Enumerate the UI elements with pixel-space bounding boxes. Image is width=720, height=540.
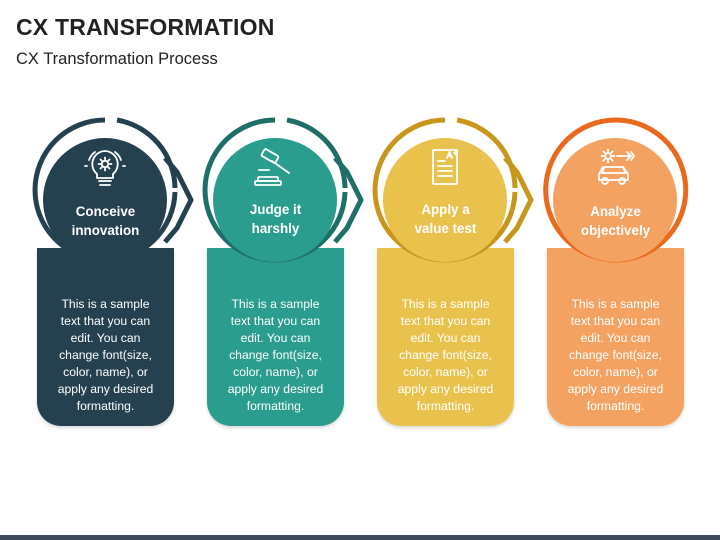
- step-2-text-line: text that you can: [230, 314, 321, 328]
- step-label-2-line-2: harshly: [251, 221, 300, 236]
- step-label-2: Judge it harshly: [215, 200, 336, 238]
- step-3-text-line: text that you can: [400, 314, 491, 328]
- step-1-text-line: change font(size,: [59, 348, 152, 362]
- footer-bar: [0, 535, 720, 540]
- step-2-text-line: apply any desired: [227, 382, 324, 396]
- step-4-text-line: edit. You can: [580, 331, 651, 345]
- step-description-3: This is a sample text that you can edit.…: [377, 296, 514, 415]
- step-label-1-line-2: innovation: [71, 223, 140, 238]
- gavel-icon: [254, 148, 290, 186]
- step-1-text-line: This is a sample: [61, 297, 150, 311]
- step-card-1: [37, 248, 174, 426]
- step-2-text-line: change font(size,: [229, 348, 322, 362]
- step-card-2: [207, 248, 344, 426]
- step-1-text-line: formatting.: [76, 399, 135, 413]
- process-step-1: Conceive innovation This is a sample tex…: [25, 0, 205, 540]
- lightbulb-gear-icon: [84, 150, 126, 186]
- graded-test-icon: [432, 149, 458, 185]
- step-ring-3: [372, 117, 534, 263]
- process-step-2: Judge it harshly This is a sample text t…: [195, 0, 375, 540]
- step-3-text-line: color, name), or: [403, 365, 488, 379]
- step-card-3: [377, 248, 514, 426]
- step-3-text-line: This is a sample: [401, 297, 490, 311]
- step-ring-2: [202, 117, 364, 263]
- step-label-3: Apply a value test: [385, 200, 506, 238]
- step-label-4: Analyze objectively: [555, 202, 676, 240]
- step-ring-1: [32, 117, 194, 263]
- step-4-text-line: formatting.: [586, 399, 645, 413]
- step-3-text-line: formatting.: [416, 399, 475, 413]
- step-ring-4: [543, 117, 689, 263]
- step-2-text-line: This is a sample: [231, 297, 320, 311]
- step-label-4-line-2: objectively: [580, 223, 651, 238]
- step-label-3-line-1: Apply a: [421, 202, 470, 217]
- step-description-1: This is a sample text that you can edit.…: [37, 296, 174, 415]
- step-2-text-line: edit. You can: [240, 331, 311, 345]
- step-3-text-line: change font(size,: [399, 348, 492, 362]
- step-label-1-line-1: Conceive: [75, 204, 136, 219]
- step-3-text-line: edit. You can: [410, 331, 481, 345]
- process-step-3: Apply a value test This is a sample text…: [365, 0, 545, 540]
- process-step-4: Analyze objectively This is a sample tex…: [535, 0, 715, 540]
- step-4-text-line: apply any desired: [567, 382, 664, 396]
- step-4-text-line: text that you can: [570, 314, 661, 328]
- step-1-text-line: edit. You can: [70, 331, 141, 345]
- step-4-text-line: This is a sample: [571, 297, 660, 311]
- step-label-2-line-1: Judge it: [249, 202, 302, 217]
- step-2-text-line: color, name), or: [233, 365, 318, 379]
- step-1-text-line: apply any desired: [57, 382, 154, 396]
- step-4-text-line: change font(size,: [569, 348, 662, 362]
- step-description-4: This is a sample text that you can edit.…: [547, 296, 684, 415]
- step-3-text-line: apply any desired: [397, 382, 494, 396]
- step-1-text-line: text that you can: [60, 314, 151, 328]
- step-card-4: [547, 248, 684, 426]
- page-title: CX TRANSFORMATION: [16, 14, 275, 40]
- step-4-text-line: color, name), or: [573, 365, 658, 379]
- step-description-2: This is a sample text that you can edit.…: [207, 296, 344, 415]
- step-label-1: Conceive innovation: [45, 202, 166, 240]
- step-2-text-line: formatting.: [246, 399, 305, 413]
- car-target-icon: [598, 148, 635, 185]
- step-1-text-line: color, name), or: [63, 365, 148, 379]
- step-label-3-line-2: value test: [414, 221, 477, 236]
- page-subtitle: CX Transformation Process: [16, 50, 218, 68]
- step-label-4-line-1: Analyze: [590, 204, 641, 219]
